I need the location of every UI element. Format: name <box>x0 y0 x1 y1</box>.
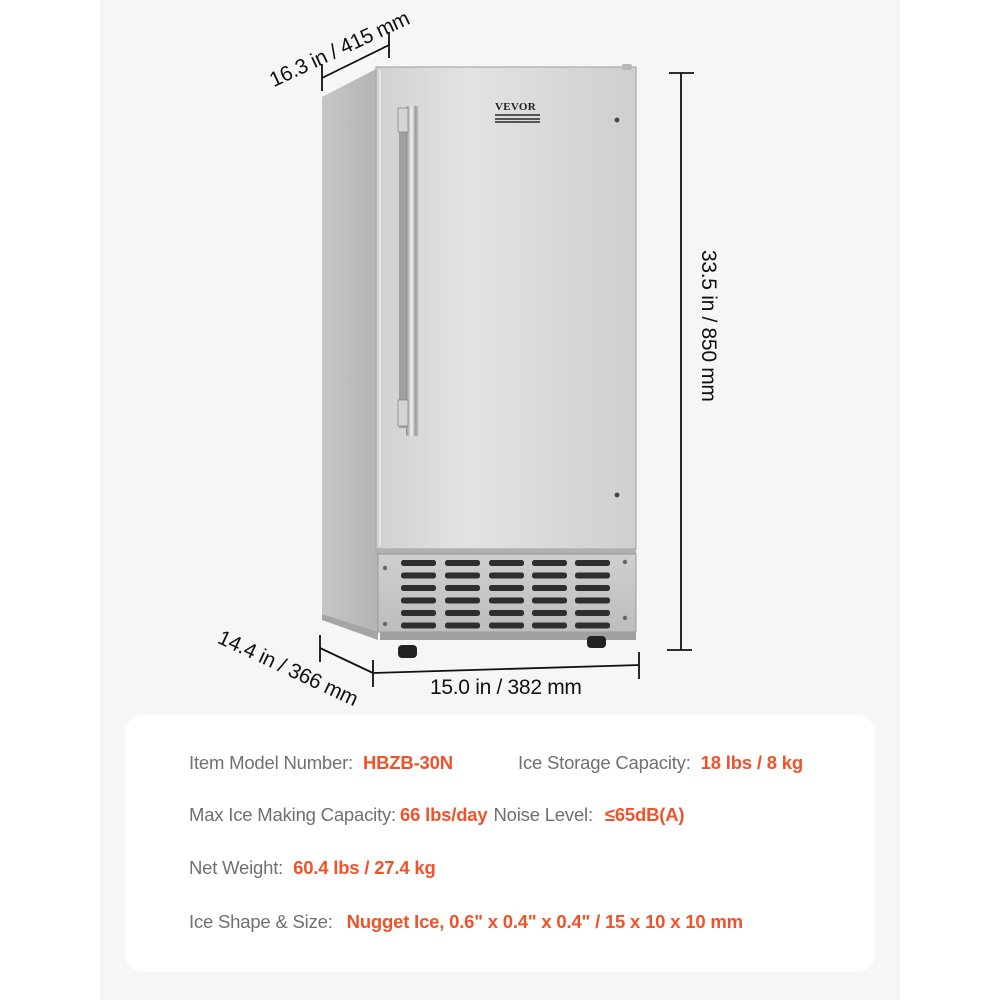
badge-fine-print <box>495 121 540 123</box>
spec-noise: Noise Level: ≤65dB(A) <box>493 804 684 826</box>
vent-slot <box>489 585 524 591</box>
dimension-lines <box>319 32 694 687</box>
spec-value: 18 lbs / 8 kg <box>700 752 803 773</box>
vent-slot <box>489 622 524 629</box>
spec-value: ≤65dB(A) <box>604 804 685 825</box>
spec-label: Item Model Number: <box>189 752 353 773</box>
vent-grille <box>322 549 637 640</box>
spec-storage: Ice Storage Capacity: 18 lbs / 8 kg <box>518 752 803 774</box>
spec-weight: Net Weight: 60.4 lbs / 27.4 kg <box>189 857 436 879</box>
spec-value: 66 lbs/day <box>400 804 488 825</box>
door-handle <box>397 106 420 436</box>
door-screw-icon <box>614 117 620 123</box>
spec-max-making: Max Ice Making Capacity: 66 lbs/day <box>189 804 488 826</box>
vent-slot <box>445 585 480 591</box>
spec-row-3: Net Weight: 60.4 lbs / 27.4 kg <box>189 857 436 887</box>
ice-maker-image <box>319 32 694 687</box>
vent-slots <box>401 560 610 629</box>
vent-slot <box>401 585 436 591</box>
vent-slot <box>445 622 480 629</box>
spec-row-1: Item Model Number: HBZB-30N Ice Storage … <box>189 752 803 782</box>
spec-model: Item Model Number: HBZB-30N <box>189 752 518 774</box>
badge-fine-print <box>495 117 540 120</box>
vent-slot <box>445 597 480 604</box>
spec-label: Ice Shape & Size: <box>189 911 333 932</box>
product-illustration: VEVOR 16.3 in / 415 mm 33.5 in / 850 mm … <box>214 7 720 711</box>
spec-value: 60.4 lbs / 27.4 kg <box>293 857 436 878</box>
spec-value: HBZB-30N <box>362 752 453 773</box>
vent-slot <box>575 585 610 591</box>
spec-label: Net Weight: <box>189 857 284 878</box>
vent-slot <box>575 610 610 616</box>
vent-slot <box>401 610 436 616</box>
brand-logo: VEVOR <box>495 101 537 113</box>
vent-slot <box>532 560 567 566</box>
spec-label: Max Ice Making Capacity: <box>189 804 397 825</box>
spec-label: Ice Storage Capacity: <box>518 752 691 773</box>
spec-row-4: Ice Shape & Size: Nugget Ice, 0.6" x 0.4… <box>189 911 743 941</box>
cabinet-side-panel <box>322 68 378 640</box>
vent-slot <box>575 560 610 566</box>
vent-slot <box>575 597 610 604</box>
vent-slot <box>532 597 567 604</box>
vent-slot <box>401 622 436 629</box>
vent-slot <box>532 585 567 591</box>
dimension-height: 33.5 in / 850 mm <box>697 250 720 402</box>
vent-slot <box>401 597 436 604</box>
vent-slot <box>489 610 524 616</box>
spec-shape: Ice Shape & Size: Nugget Ice, 0.6" x 0.4… <box>189 911 743 933</box>
leveling-feet <box>398 636 606 658</box>
vent-slot <box>532 572 567 579</box>
vent-slot <box>532 610 567 616</box>
vent-slot <box>401 560 436 566</box>
vent-slot <box>445 560 480 566</box>
vent-slot <box>575 572 610 579</box>
vent-slot <box>401 572 436 579</box>
vent-slot <box>532 622 567 629</box>
brand-badge: VEVOR <box>495 101 555 123</box>
spec-value: Nugget Ice, 0.6" x 0.4" x 0.4" / 15 x 10… <box>346 911 743 932</box>
dimension-width: 15.0 in / 382 mm <box>430 676 582 699</box>
vent-slot <box>489 572 524 579</box>
spec-label: Noise Level: <box>493 804 593 825</box>
vent-slot <box>445 610 480 616</box>
vent-slot <box>489 560 524 566</box>
badge-fine-print <box>495 114 540 116</box>
vent-slot <box>445 572 480 579</box>
spec-row-2: Max Ice Making Capacity: 66 lbs/day Nois… <box>189 804 685 834</box>
vent-slot <box>575 622 610 629</box>
vent-slot <box>489 597 524 604</box>
spec-card: Item Model Number: HBZB-30N Ice Storage … <box>125 715 875 972</box>
door-screw-icon <box>614 492 620 498</box>
